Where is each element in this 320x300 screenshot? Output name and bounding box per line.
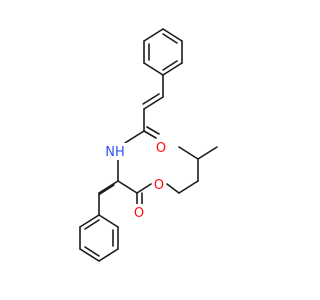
atom-label-nh: NH [103,143,127,160]
isobutyl-ester-chain [166,146,218,194]
bond [166,183,180,194]
bond [136,183,152,194]
bond [143,96,164,110]
bottom-phenyl-ring [79,214,119,262]
oxygen-label: O [134,206,144,221]
bond-inner-line [142,93,160,105]
bond [143,28,164,42]
molecule-structure-diagram: NH O O O [79,28,218,262]
bond [162,28,183,42]
oxygen-label: O [156,141,166,156]
cinnamoyl-chain [124,74,164,144]
bond-inner-line [84,246,100,257]
bond [178,146,199,160]
bond [79,248,100,262]
bond [146,126,160,135]
bond [98,248,119,262]
bond [79,214,100,228]
nitrogen-label: NH [105,145,125,160]
bond [143,62,164,76]
bond [143,130,157,139]
bond [124,130,145,144]
oxygen-label: O [154,178,164,193]
atom-label-amide-o: O [154,139,168,156]
bond [98,214,119,228]
atom-label-ester-o: O [152,176,166,193]
bond-inner-line [99,184,115,195]
bond-inner-line [162,33,178,44]
bond-inner-line [162,60,178,71]
bond [162,62,183,76]
bond [197,146,218,160]
bond-inner-line [84,219,100,230]
bond [178,180,199,194]
atom-label-carbonyl-o: O [132,204,146,221]
bond [98,180,119,194]
bond [117,180,138,194]
top-phenyl-ring [143,28,183,76]
central-backbone [98,159,152,216]
